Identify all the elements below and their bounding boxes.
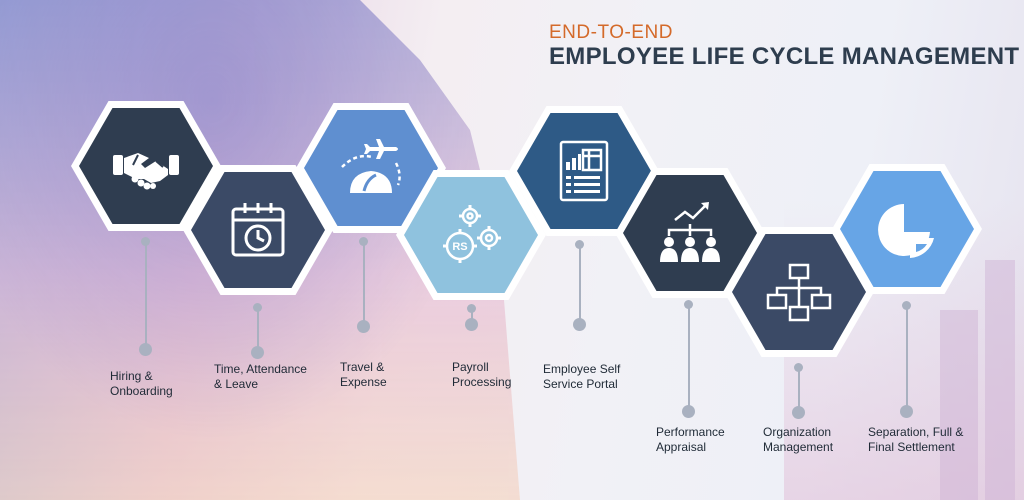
page-title: EMPLOYEE LIFE CYCLE MANAGEMENT bbox=[549, 43, 1020, 70]
connector-end bbox=[900, 405, 913, 418]
gear-currency-text: RS bbox=[452, 241, 467, 253]
stage-label-time-attendance: Time, Attendance & Leave bbox=[214, 362, 307, 391]
stage-label-separation: Separation, Full & Final Settlement bbox=[868, 425, 964, 454]
connector-line bbox=[798, 367, 800, 409]
connector-line bbox=[688, 304, 690, 406]
connector-end bbox=[573, 318, 586, 331]
connector-end bbox=[465, 318, 478, 331]
connector-line bbox=[906, 305, 908, 407]
stage-label-performance: Performance Appraisal bbox=[656, 425, 725, 454]
stage-payroll-processing[interactable]: RS bbox=[396, 170, 546, 300]
stage-separation-settlement[interactable] bbox=[832, 164, 982, 294]
heading-eyebrow: END-TO-END bbox=[549, 22, 673, 43]
background-building bbox=[985, 260, 1015, 500]
background-building bbox=[940, 310, 978, 500]
connector-line bbox=[145, 241, 147, 345]
gears-icon: RS bbox=[443, 205, 501, 263]
stage-label-ess: Employee Self Service Portal bbox=[543, 362, 621, 391]
stage-label-payroll: Payroll Processing bbox=[452, 360, 512, 389]
connector-line bbox=[579, 244, 581, 320]
calendar-clock-icon bbox=[231, 203, 285, 257]
org-chart-icon bbox=[766, 263, 832, 322]
connector-end bbox=[682, 405, 695, 418]
stage-label-travel: Travel & Expense bbox=[340, 360, 387, 389]
pie-chart-icon bbox=[878, 204, 934, 258]
airplane-icon bbox=[341, 139, 401, 193]
connector-end bbox=[792, 406, 805, 419]
stage-label-organization: Organization Management bbox=[763, 425, 834, 454]
connector-line bbox=[471, 308, 473, 320]
handshake-icon bbox=[113, 153, 179, 190]
connector-end bbox=[357, 320, 370, 333]
connector-line bbox=[257, 307, 259, 349]
document-icon bbox=[559, 140, 609, 202]
connector-end bbox=[139, 343, 152, 356]
connector-end bbox=[251, 346, 264, 359]
stage-label-hiring: Hiring & Onboarding bbox=[110, 369, 173, 398]
connector-line bbox=[363, 241, 365, 321]
team-growth-icon bbox=[660, 202, 720, 262]
stage-organization-management[interactable] bbox=[724, 227, 874, 357]
